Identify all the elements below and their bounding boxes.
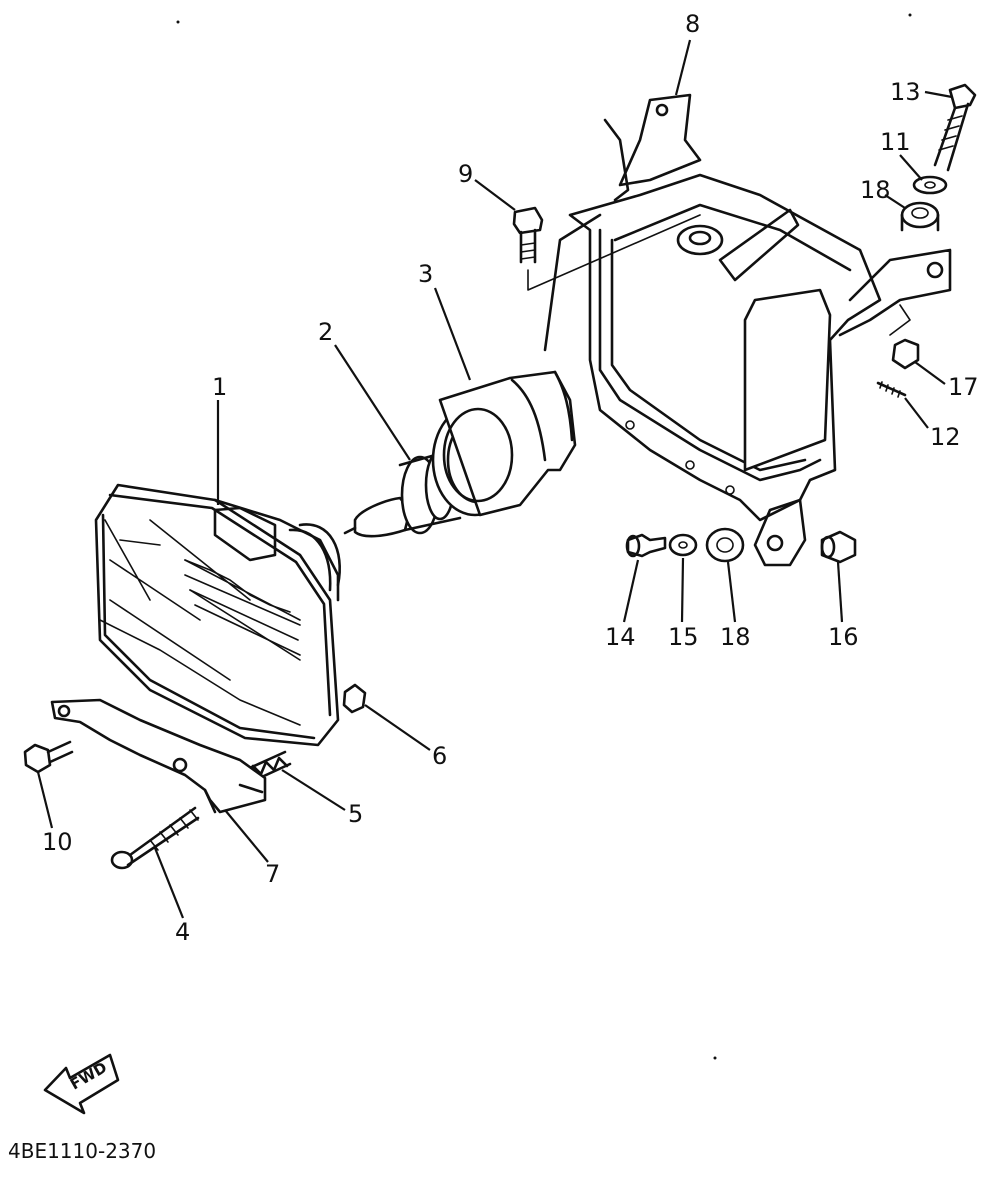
callout-10: 10 — [42, 828, 73, 856]
callout-17: 17 — [948, 373, 979, 401]
leader-2 — [334, 344, 411, 461]
leader-14 — [622, 559, 640, 623]
drawing-code: 4BE1110-2370 — [8, 1139, 156, 1163]
bolt-part — [512, 206, 701, 291]
leader-5 — [281, 769, 346, 811]
adjusting-screw-part — [110, 806, 200, 870]
long-bolt-part — [933, 83, 977, 172]
nut-17-part — [889, 304, 920, 370]
nut-part — [342, 683, 367, 714]
bulb-cover-part — [431, 370, 577, 517]
leader-17 — [914, 361, 946, 385]
headlight-unit-part — [94, 483, 341, 747]
callout-4: 4 — [175, 918, 190, 946]
leader-18-lower — [726, 561, 737, 623]
screw-12-part — [876, 381, 907, 398]
washer-11-part — [912, 175, 948, 195]
callout-12: 12 — [930, 423, 961, 451]
leader-7 — [224, 809, 269, 863]
forward-direction-arrow: FWD — [43, 1053, 120, 1115]
callout-13: 13 — [890, 78, 921, 106]
leader-18-upper — [884, 194, 906, 209]
headlight-stay-part — [543, 93, 952, 567]
damper-lower-part — [705, 527, 745, 563]
callout-18-lower: 18 — [720, 623, 751, 651]
callout-9: 9 — [458, 160, 473, 188]
callout-2: 2 — [318, 318, 333, 346]
callout-14: 14 — [605, 623, 636, 651]
washer-15-part — [668, 533, 698, 557]
callout-16: 16 — [828, 623, 859, 651]
bracket-part — [50, 698, 267, 814]
leader-3 — [433, 287, 472, 381]
callout-3: 3 — [418, 260, 433, 288]
damper-upper-part — [900, 201, 940, 232]
flange-bolt-part — [23, 740, 74, 774]
callout-15: 15 — [668, 623, 699, 651]
leader-8 — [674, 39, 692, 96]
leader-13 — [924, 90, 953, 99]
callout-11: 11 — [880, 128, 911, 156]
leader-15 — [680, 557, 685, 623]
leader-9 — [474, 179, 516, 211]
leader-16 — [836, 561, 844, 623]
leader-11 — [899, 154, 923, 181]
callout-18-upper: 18 — [860, 176, 891, 204]
leader-6 — [364, 704, 431, 751]
callout-5: 5 — [348, 800, 363, 828]
callout-1: 1 — [212, 373, 227, 401]
callout-8: 8 — [685, 10, 700, 38]
nut-16-part — [820, 530, 857, 564]
leader-10 — [36, 771, 54, 829]
callout-6: 6 — [432, 742, 447, 770]
callout-7: 7 — [265, 860, 280, 888]
collar-part — [625, 533, 667, 558]
leader-4 — [153, 847, 185, 919]
leader-12 — [904, 397, 929, 429]
